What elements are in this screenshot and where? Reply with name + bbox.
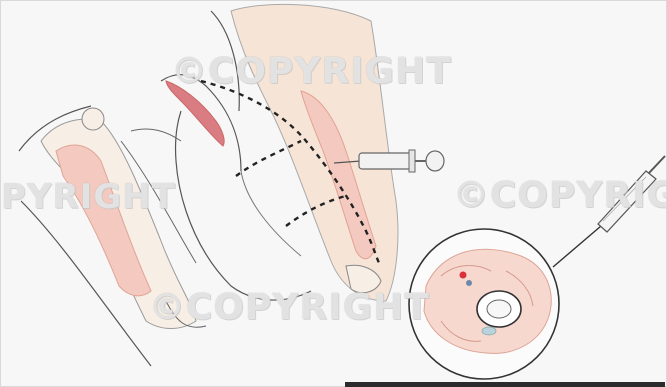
- arm-illustration: [19, 106, 206, 366]
- cross-section-diagram: [409, 229, 559, 379]
- bottom-edge-bar: [345, 382, 665, 387]
- needle-icon: [553, 156, 665, 267]
